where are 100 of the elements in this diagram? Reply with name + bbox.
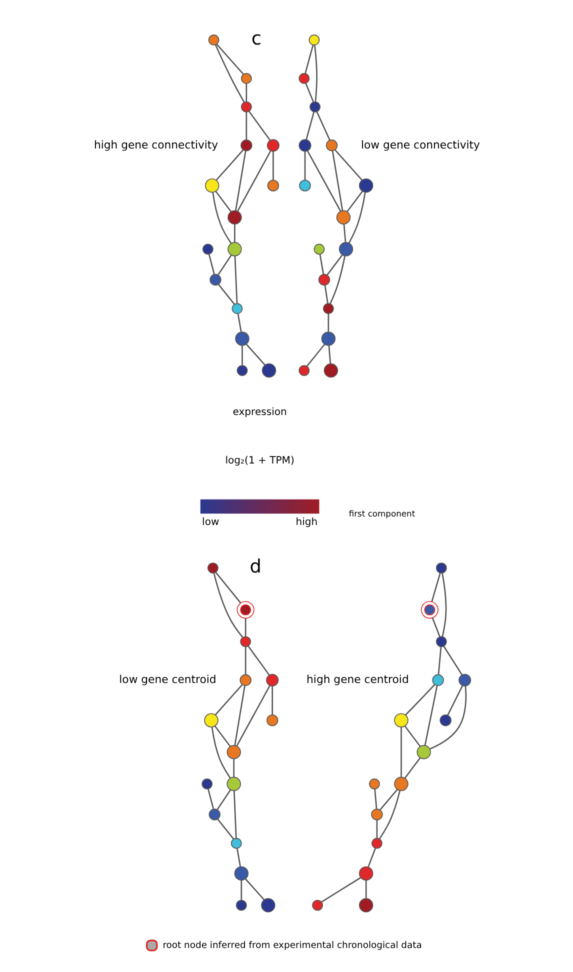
label: expression: [232, 406, 286, 418]
connector: [244, 618, 246, 636]
connector: [304, 151, 306, 180]
connector: [324, 285, 328, 304]
connector: [304, 44, 314, 74]
connector: [441, 573, 446, 637]
connector: [234, 224, 235, 242]
connector: [342, 224, 346, 242]
connector: [216, 818, 234, 840]
connector: [216, 44, 244, 75]
node-circle: [227, 242, 242, 256]
node-circle: [209, 274, 221, 286]
node-circle: [207, 562, 218, 574]
label: low gene centroid: [118, 672, 216, 686]
node-circle: [358, 866, 373, 881]
connector: [208, 254, 214, 274]
node-circle: [240, 73, 252, 84]
node-circle: [420, 601, 438, 619]
node-circle: [308, 34, 320, 46]
node-circle: [323, 363, 338, 378]
node-circle: [240, 101, 252, 112]
label: log₂(1 + TPM): [224, 455, 294, 466]
connector: [346, 190, 362, 212]
connector: [210, 727, 230, 778]
node-circle: [325, 140, 338, 152]
node-circle: [439, 714, 451, 726]
connector: [214, 190, 232, 212]
connector: [431, 618, 440, 637]
connector: [234, 256, 238, 304]
node-circle: [266, 139, 279, 152]
connector: [232, 790, 236, 838]
node-circle: [261, 363, 276, 378]
connector: [212, 192, 232, 244]
connector: [217, 284, 234, 305]
connector: [304, 82, 314, 102]
label: d: [249, 556, 261, 578]
connector: [318, 254, 324, 274]
connector: [245, 344, 265, 366]
node-circle: [313, 244, 324, 255]
node-circle: [298, 180, 310, 192]
node-circle: [208, 34, 219, 46]
node-circle: [312, 900, 322, 911]
connector: [306, 150, 341, 212]
node-circle: [201, 778, 212, 790]
node-circle: [370, 808, 382, 820]
node-circle: [204, 178, 219, 193]
connector: [400, 727, 402, 777]
node-circle: [260, 898, 275, 912]
node-circle: [226, 745, 240, 760]
node-circle: [236, 601, 254, 619]
connector: [236, 314, 242, 332]
connector: [247, 646, 270, 676]
node-circle: [336, 210, 350, 224]
node-circle: [298, 73, 310, 84]
node-circle: [432, 674, 444, 686]
connector: [429, 686, 466, 750]
connector: [271, 686, 273, 715]
connector: [232, 759, 234, 777]
connector: [212, 572, 243, 638]
node-circle: [309, 101, 320, 112]
node-circle: [358, 898, 373, 912]
connector: [376, 820, 378, 838]
connector: [374, 788, 377, 809]
connector: [240, 880, 242, 900]
node-circle: [298, 139, 311, 152]
node-circle: [368, 778, 380, 790]
connector: [207, 788, 214, 809]
node-circle: [231, 303, 242, 314]
node-circle: [230, 838, 242, 849]
connector: [272, 151, 274, 180]
connector: [314, 44, 317, 102]
connector: [245, 83, 247, 102]
connector: [217, 254, 232, 276]
connector: [305, 112, 314, 140]
node-circle: [226, 776, 240, 792]
node-circle: [235, 900, 246, 911]
connector: [236, 848, 241, 867]
node-circle: [322, 303, 334, 314]
node-circle: [266, 714, 278, 726]
node-circle: [371, 838, 382, 849]
connector: [234, 150, 246, 211]
connector: [329, 256, 346, 304]
connector: [214, 572, 241, 604]
label: first component: [348, 508, 415, 519]
node-circle: [435, 636, 446, 648]
node-circle: [240, 140, 252, 152]
connector: [215, 150, 244, 180]
connector: [214, 44, 244, 103]
connector: [437, 646, 442, 675]
label: high: [295, 516, 318, 528]
connector: [214, 726, 230, 747]
connector: [348, 192, 366, 244]
label: low gene connectivity: [360, 138, 480, 152]
connector: [244, 878, 264, 900]
legend-label: root node inferred from experimental chronological data: [162, 940, 422, 951]
connector: [430, 572, 440, 602]
connector: [367, 848, 376, 868]
label: low: [202, 516, 219, 528]
connector: [442, 646, 462, 676]
node-circle: [208, 808, 220, 820]
